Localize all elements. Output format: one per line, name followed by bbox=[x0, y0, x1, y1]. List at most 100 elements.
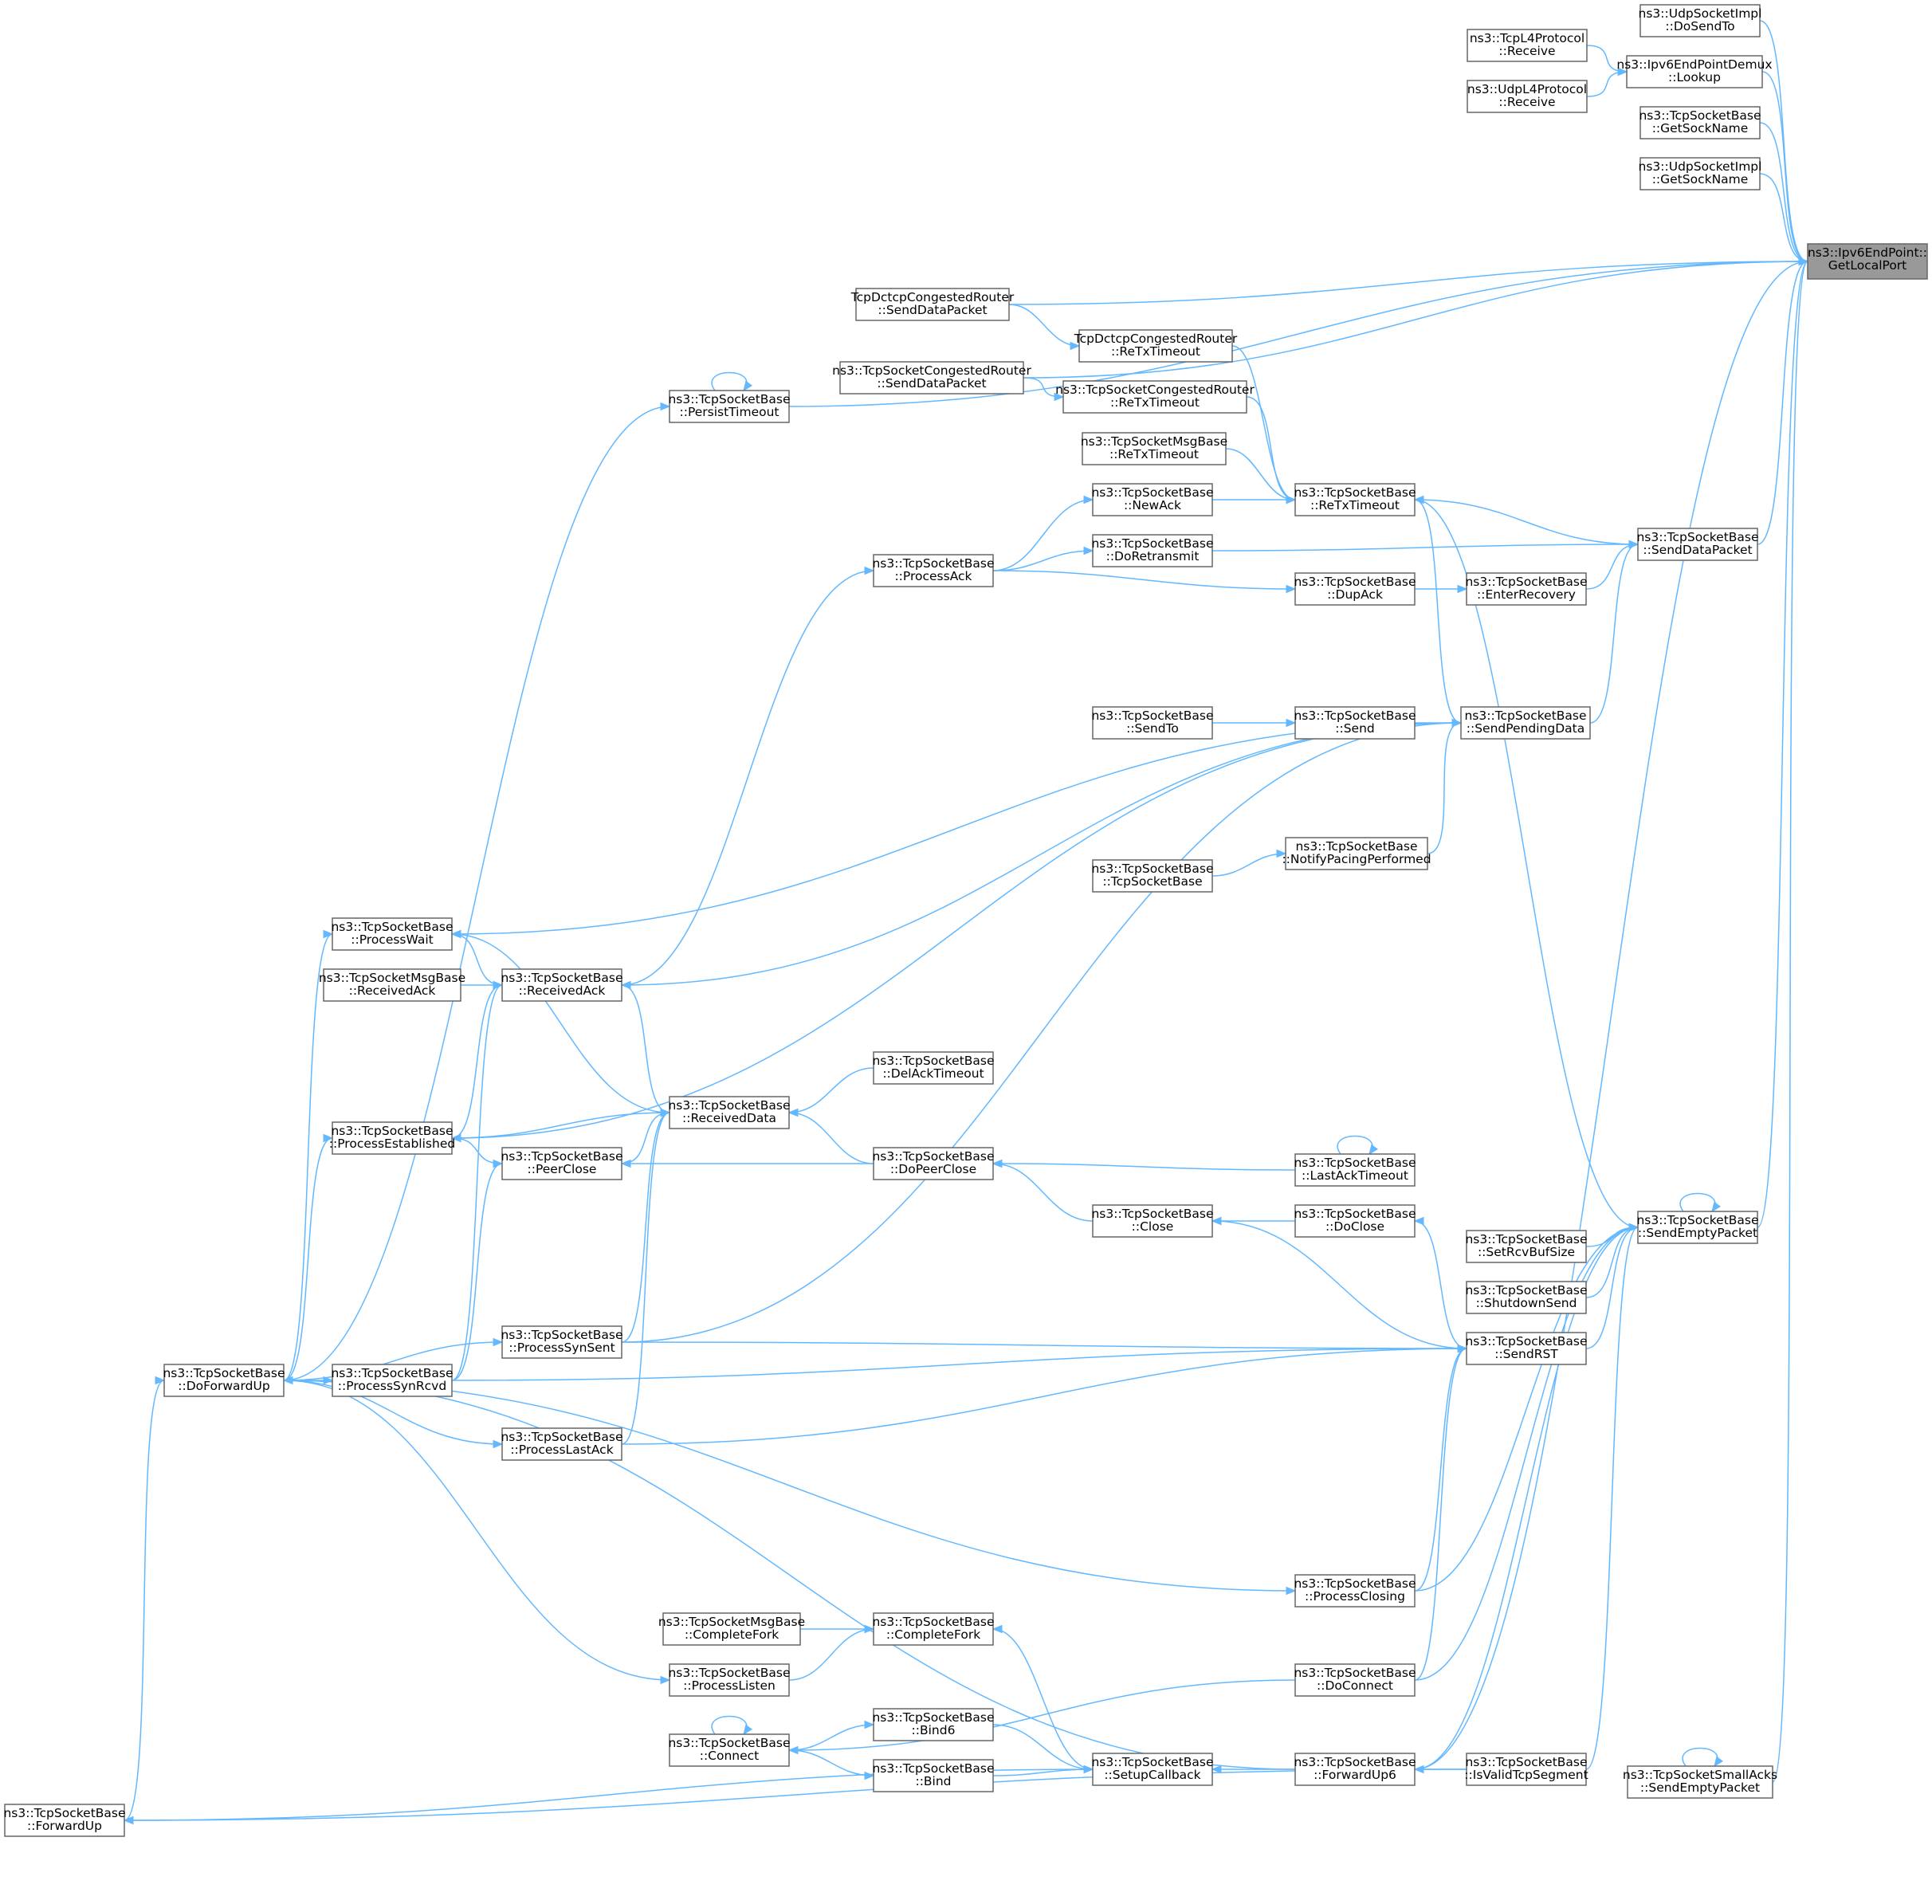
node-label-line: ns3::TcpSocketBase bbox=[1091, 485, 1213, 500]
node-notify-pacing[interactable]: ns3::TcpSocketBase::NotifyPacingPerforme… bbox=[1282, 837, 1431, 870]
node-label-line: ns3::TcpSocketBase bbox=[1465, 1755, 1587, 1769]
node-tcp-get-sock-name[interactable]: ns3::TcpSocketBase::GetSockName bbox=[1639, 106, 1761, 139]
node-do-retransmit[interactable]: ns3::TcpSocketBase::DoRetransmit bbox=[1091, 534, 1214, 567]
node-label-line: ns3::TcpSocketBase bbox=[1294, 1576, 1416, 1591]
node-is-valid-tcp-segment[interactable]: ns3::TcpSocketBase::IsValidTcpSegment bbox=[1464, 1753, 1588, 1786]
node-msg-complete-fork[interactable]: ns3::TcpSocketMsgBase::CompleteFork bbox=[658, 1612, 805, 1646]
node-label-line: ns3::TcpSocketBase bbox=[1464, 709, 1586, 723]
node-msg-received-ack[interactable]: ns3::TcpSocketMsgBase::ReceivedAck bbox=[319, 968, 465, 1002]
node-label-line: ::Close bbox=[1132, 1219, 1174, 1234]
node-forward-up[interactable]: ns3::TcpSocketBase::ForwardUp bbox=[3, 1804, 126, 1837]
edge-persist-timeout-to-persist-timeout bbox=[711, 371, 753, 392]
edge-received-data-to-received-ack bbox=[620, 980, 670, 1113]
node-msg-re-tx[interactable]: ns3::TcpSocketMsgBase::ReTxTimeout bbox=[1081, 432, 1227, 465]
node-do-peer-close[interactable]: ns3::TcpSocketBase::DoPeerClose bbox=[872, 1147, 995, 1180]
node-set-rcv-buf-size[interactable]: ns3::TcpSocketBase::SetRcvBufSize bbox=[1465, 1230, 1588, 1263]
node-label-line: ::ReTxTimeout bbox=[1109, 447, 1199, 461]
edge-small-acks-send-empty-to-root bbox=[1772, 257, 1809, 1783]
edge-do-connect-to-send-rst bbox=[1414, 1344, 1468, 1681]
node-new-ack[interactable]: ns3::TcpSocketBase::NewAck bbox=[1091, 483, 1214, 516]
node-process-closing[interactable]: ns3::TcpSocketBase::ProcessClosing bbox=[1294, 1574, 1416, 1608]
node-received-ack[interactable]: ns3::TcpSocketBase::ReceivedAck bbox=[501, 968, 623, 1002]
node-del-ack-timeout[interactable]: ns3::TcpSocketBase::DelAckTimeout bbox=[872, 1051, 995, 1085]
node-label-line: TcpDctcpCongestedRouter bbox=[850, 290, 1015, 304]
node-label-line: ::ProcessClosing bbox=[1305, 1589, 1405, 1604]
node-cong-router-re-tx[interactable]: ns3::TcpSocketCongestedRouter::ReTxTimeo… bbox=[1055, 380, 1255, 414]
node-bind6[interactable]: ns3::TcpSocketBase::Bind6 bbox=[872, 1708, 995, 1741]
node-re-tx-timeout[interactable]: ns3::TcpSocketBase::ReTxTimeout bbox=[1294, 483, 1416, 516]
node-send-data-packet[interactable]: ns3::TcpSocketBase::SendDataPacket bbox=[1636, 528, 1759, 561]
node-root[interactable]: ns3::Ipv6EndPoint::GetLocalPort bbox=[1807, 243, 1928, 280]
node-do-close[interactable]: ns3::TcpSocketBase::DoClose bbox=[1294, 1204, 1416, 1238]
node-dctcp-router-re-tx[interactable]: TcpDctcpCongestedRouter::ReTxTimeout bbox=[1074, 329, 1238, 363]
node-label-line: ::DoConnect bbox=[1317, 1678, 1393, 1693]
node-process-listen[interactable]: ns3::TcpSocketBase::ProcessListen bbox=[668, 1663, 791, 1697]
edge-process-syn-sent-to-send-rst bbox=[621, 1341, 1468, 1353]
node-demux-lookup[interactable]: ns3::Ipv6EndPointDemux::Lookup bbox=[1616, 55, 1773, 88]
node-enter-recovery[interactable]: ns3::TcpSocketBase::EnterRecovery bbox=[1465, 572, 1588, 606]
node-process-ack[interactable]: ns3::TcpSocketBase::ProcessAck bbox=[872, 554, 995, 587]
edge-send-empty-packet-to-re-tx-timeout bbox=[1413, 495, 1639, 1228]
edge-msg-complete-fork-to-complete-fork bbox=[800, 1624, 875, 1634]
node-send[interactable]: ns3::TcpSocketBase::Send bbox=[1294, 706, 1416, 740]
node-process-syn-sent[interactable]: ns3::TcpSocketBase::ProcessSynSent bbox=[501, 1325, 623, 1359]
node-label-line: ::SendEmptyPacket bbox=[1638, 1226, 1757, 1240]
edge-tcp-socket-base-to-notify-pacing bbox=[1211, 849, 1287, 877]
node-connect[interactable]: ns3::TcpSocketBase::Connect bbox=[668, 1733, 791, 1767]
edge-send-rst-to-do-close bbox=[1413, 1216, 1467, 1349]
node-label-line: ::TcpSocketBase bbox=[1102, 874, 1202, 889]
node-label-line: ::Send bbox=[1335, 721, 1374, 736]
node-label-line: ns3::TcpSocketBase bbox=[331, 920, 453, 934]
node-label-line: ns3::TcpSocketBase bbox=[501, 1430, 622, 1444]
node-close[interactable]: ns3::TcpSocketBase::Close bbox=[1091, 1204, 1214, 1238]
node-udp-do-send-to[interactable]: ns3::UdpSocketImpl::DoSendTo bbox=[1639, 4, 1762, 37]
edge-received-ack-to-process-ack bbox=[621, 566, 875, 986]
node-udp-l4-receive[interactable]: ns3::UdpL4Protocol::Receive bbox=[1467, 80, 1588, 113]
edge-close-to-do-peer-close bbox=[992, 1159, 1094, 1222]
edge-do-forward-up-to-process-established bbox=[283, 1133, 334, 1381]
node-process-wait[interactable]: ns3::TcpSocketBase::ProcessWait bbox=[331, 917, 454, 951]
node-send-pending-data[interactable]: ns3::TcpSocketBase::SendPendingData bbox=[1460, 706, 1591, 740]
node-label-line: ::ReceivedAck bbox=[349, 983, 436, 998]
node-label-line: ::ForwardUp bbox=[27, 1819, 102, 1833]
node-tcp-l4-receive[interactable]: ns3::TcpL4Protocol::Receive bbox=[1467, 29, 1588, 62]
node-small-acks-send-empty[interactable]: ns3::TcpSocketSmallAcks::SendEmptyPacket bbox=[1623, 1765, 1777, 1799]
node-shutdown-send[interactable]: ns3::TcpSocketBase::ShutdownSend bbox=[1465, 1281, 1588, 1314]
node-do-connect[interactable]: ns3::TcpSocketBase::DoConnect bbox=[1294, 1663, 1416, 1697]
node-process-last-ack[interactable]: ns3::TcpSocketBase::ProcessLastAck bbox=[501, 1427, 623, 1461]
node-label-line: ::LastAckTimeout bbox=[1302, 1168, 1408, 1183]
node-send-empty-packet[interactable]: ns3::TcpSocketBase::SendEmptyPacket bbox=[1636, 1211, 1759, 1244]
node-label-line: ::SetRcvBufSize bbox=[1478, 1245, 1575, 1259]
node-received-data[interactable]: ns3::TcpSocketBase::ReceivedData bbox=[668, 1096, 791, 1129]
node-send-rst[interactable]: ns3::TcpSocketBase::SendRST bbox=[1465, 1332, 1588, 1365]
node-bind[interactable]: ns3::TcpSocketBase::Bind bbox=[872, 1759, 995, 1792]
node-complete-fork[interactable]: ns3::TcpSocketBase::CompleteFork bbox=[872, 1612, 995, 1646]
node-dctcp-router-send[interactable]: TcpDctcpCongestedRouter::SendDataPacket bbox=[850, 288, 1015, 321]
node-label-line: ns3::TcpSocketBase bbox=[1091, 862, 1213, 876]
node-label-line: ns3::TcpSocketBase bbox=[501, 1328, 622, 1342]
node-label-line: ns3::TcpSocketBase bbox=[1091, 536, 1213, 551]
node-tcp-socket-base[interactable]: ns3::TcpSocketBase::TcpSocketBase bbox=[1091, 859, 1214, 893]
node-cong-router-send[interactable]: ns3::TcpSocketCongestedRouter::SendDataP… bbox=[832, 361, 1031, 395]
node-send-to[interactable]: ns3::TcpSocketBase::SendTo bbox=[1091, 706, 1214, 740]
nodes-layer: ns3::Ipv6EndPoint::GetLocalPort ns3::UdpS… bbox=[3, 4, 1928, 1837]
edge-dup-ack-to-enter-recovery bbox=[1415, 584, 1468, 594]
node-label-line: ::ReTxTimeout bbox=[1310, 498, 1400, 512]
node-label-line: ns3::UdpL4Protocol bbox=[1467, 82, 1587, 96]
edge-process-ack-to-new-ack bbox=[992, 495, 1094, 571]
node-process-established[interactable]: ns3::TcpSocketBase::ProcessEstablished bbox=[329, 1121, 455, 1155]
node-peer-close[interactable]: ns3::TcpSocketBase::PeerClose bbox=[501, 1147, 623, 1180]
node-forward-up6[interactable]: ns3::TcpSocketBase::ForwardUp6 bbox=[1294, 1753, 1416, 1786]
node-last-ack-timeout[interactable]: ns3::TcpSocketBase::LastAckTimeout bbox=[1294, 1153, 1416, 1187]
node-persist-timeout[interactable]: ns3::TcpSocketBase::PersistTimeout bbox=[668, 390, 791, 423]
node-label-line: ::Bind bbox=[915, 1774, 951, 1788]
node-do-forward-up[interactable]: ns3::TcpSocketBase::DoForwardUp bbox=[163, 1364, 285, 1397]
node-dup-ack[interactable]: ns3::TcpSocketBase::DupAck bbox=[1294, 572, 1416, 606]
edge-process-established-to-send-pending-data bbox=[451, 718, 1463, 1139]
node-setup-callback[interactable]: ns3::TcpSocketBase::SetupCallback bbox=[1091, 1753, 1214, 1786]
node-process-syn-rcvd[interactable]: ns3::TcpSocketBase::ProcessSynRcvd bbox=[331, 1364, 454, 1397]
node-label-line: ::DelAckTimeout bbox=[882, 1066, 984, 1081]
node-udp-get-sock-name[interactable]: ns3::UdpSocketImpl::GetSockName bbox=[1639, 157, 1762, 190]
node-label-line: ns3::TcpSocketBase bbox=[1294, 485, 1416, 500]
edge-do-retransmit-to-send-data-packet bbox=[1211, 540, 1639, 552]
